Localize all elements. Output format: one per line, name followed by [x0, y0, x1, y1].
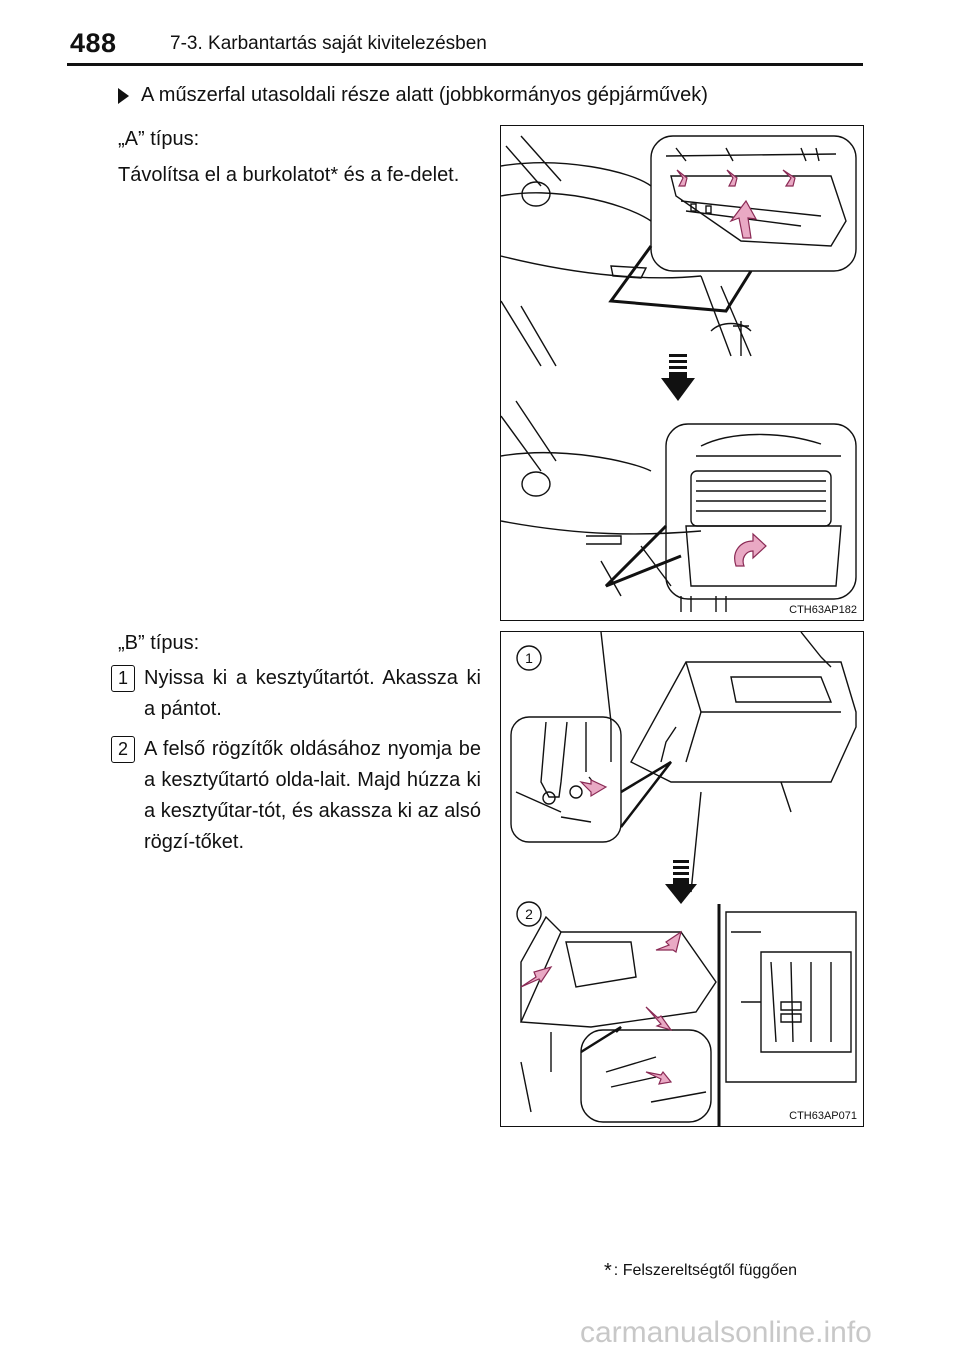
figure-b-label-1: 1 [525, 650, 533, 666]
figure-a-illustration [501, 135, 857, 612]
step-number: 1 [111, 665, 135, 692]
figure-a-code: CTH63AP182 [789, 604, 857, 616]
step-number: 2 [111, 736, 135, 763]
type-a-label: „A” típus: [118, 128, 200, 150]
section-title: 7-3. Karbantartás saját kivitelezésben [170, 33, 487, 54]
triangle-bullet-icon [118, 87, 129, 104]
step-2: 2 A felső rögzítők oldásához nyomja be a… [111, 734, 481, 858]
figure-b-label-2: 2 [525, 906, 533, 922]
watermark: carmanualsonline.info [580, 1316, 872, 1349]
footnote-marker: * [604, 1260, 612, 1282]
step-text: A felső rögzítők oldásához nyomja be a k… [144, 738, 481, 853]
type-b-label: „B” típus: [118, 632, 200, 654]
header-divider [67, 63, 863, 66]
figure-b-code: CTH63AP071 [789, 1110, 857, 1122]
step-text: Nyissa ki a kesztyűtartót. Akassza ki a … [144, 667, 481, 720]
figure-b-illustration: 1 2 [510, 632, 857, 1126]
footnote: *: Felszereltségtől függően [604, 1260, 797, 1283]
footnote-text: : Felszereltségtől függően [613, 1262, 798, 1279]
type-a-instruction: Távolítsa el a burkolatot* és a fe-delet… [118, 164, 460, 186]
page-header: 488 7-3. Karbantartás saját kivitelezésb… [0, 0, 960, 70]
location-heading: A műszerfal utasoldali része alatt (jobb… [118, 84, 708, 107]
step-1: 1 Nyissa ki a kesztyűtartót. Akassza ki … [111, 663, 481, 725]
location-heading-text: A műszerfal utasoldali része alatt (jobb… [141, 84, 708, 106]
page-number: 488 [70, 28, 117, 58]
figure-type-b: 1 2 CTH63AP071 [500, 631, 864, 1127]
figure-type-a: CTH63AP182 [500, 125, 864, 621]
